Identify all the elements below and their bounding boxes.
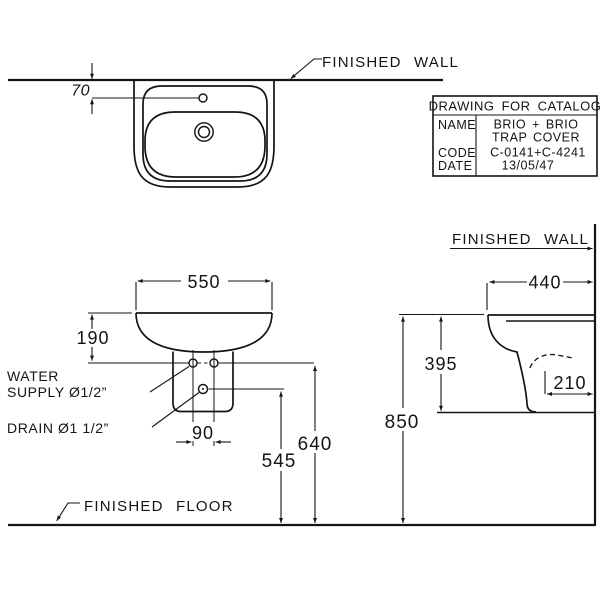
title-block-date-value: 13/05/47 bbox=[502, 159, 555, 173]
dim-640: 640 bbox=[298, 434, 333, 455]
water-supply-leader bbox=[149, 366, 190, 393]
side-wall-label: FINISHED WALL bbox=[452, 231, 589, 248]
plan-wall-leader bbox=[290, 58, 322, 80]
title-block-code-label: CODE bbox=[438, 146, 476, 160]
plan-faucet-hole bbox=[198, 93, 208, 103]
plan-wall-label: FINISHED WALL bbox=[322, 54, 459, 71]
title-block-code-value: C-0141+C-4241 bbox=[490, 146, 586, 160]
dim-545: 545 bbox=[262, 451, 297, 472]
dim-850: 850 bbox=[385, 412, 420, 433]
plan-basin-bowl bbox=[144, 111, 266, 178]
floor: FINISHED FLOOR bbox=[8, 498, 595, 527]
dim-70: 70 bbox=[71, 83, 90, 100]
title-block-title: DRAWING FOR CATALOG bbox=[429, 99, 600, 114]
side-hidden-trap-dashed bbox=[529, 353, 574, 369]
drain-hole bbox=[197, 383, 209, 395]
title-block-name-value2: TRAP COVER bbox=[492, 131, 580, 145]
title-block: DRAWING FOR CATALOG NAME BRIO + BRIO TRA… bbox=[429, 95, 600, 177]
dim-210: 210 bbox=[553, 373, 586, 393]
title-block-date-label: DATE bbox=[438, 159, 472, 173]
water-supply-label-line2: SUPPLY Ø1/2” bbox=[7, 384, 107, 400]
front-trap-cover bbox=[172, 351, 234, 413]
drain-label: DRAIN Ø1 1/2” bbox=[7, 420, 109, 436]
title-block-name-value: BRIO + BRIO bbox=[494, 118, 579, 132]
dim-395: 395 bbox=[424, 354, 457, 374]
plan-overflow-inner bbox=[197, 125, 211, 139]
water-supply-hole-right bbox=[209, 358, 219, 368]
drain-leader bbox=[151, 392, 200, 428]
side-view: FINISHED WALL 440 395 210 850 bbox=[385, 224, 597, 526]
title-block-border bbox=[432, 95, 598, 177]
plan-overflow-outer bbox=[194, 122, 214, 142]
water-supply-hole-left bbox=[188, 358, 198, 368]
dim-440: 440 bbox=[528, 273, 561, 293]
dim-550: 550 bbox=[187, 272, 220, 292]
drain-hole-center bbox=[202, 388, 204, 390]
front-view: 550 190 90 545 640 WATER SUPPLY bbox=[7, 272, 333, 523]
plan-basin-outer-outline bbox=[133, 80, 275, 188]
side-basin-profile bbox=[487, 314, 537, 413]
floor-label: FINISHED FLOOR bbox=[84, 498, 234, 515]
title-block-name-label: NAME bbox=[438, 118, 476, 132]
floor-leader bbox=[56, 502, 80, 522]
water-supply-label-line1: WATER bbox=[7, 368, 59, 384]
dim-190: 190 bbox=[76, 328, 109, 348]
plan-view: 70 FINISHED WALL bbox=[8, 54, 459, 188]
front-bowl-outline bbox=[135, 312, 273, 353]
plan-basin-rim bbox=[142, 85, 268, 182]
dim90-text-mask bbox=[186, 422, 221, 441]
dim-90: 90 bbox=[192, 423, 214, 443]
